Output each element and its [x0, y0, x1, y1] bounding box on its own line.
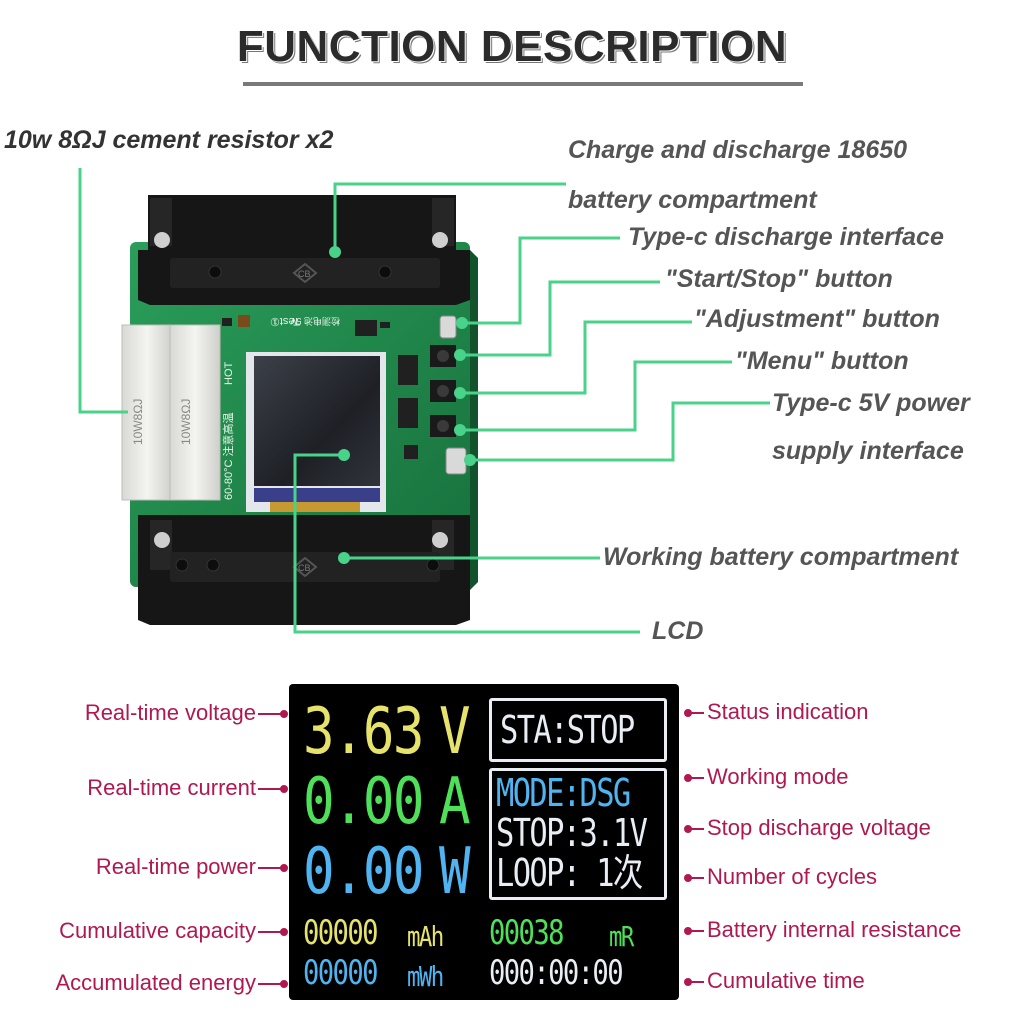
lcd-power-unit: W	[439, 835, 471, 909]
board-lcd	[246, 352, 386, 512]
callout-dots	[329, 246, 476, 564]
lcd-current-unit: A	[439, 765, 471, 839]
adjustment-button-label: "Adjustment" button	[694, 305, 940, 333]
lcd-stop-text: STOP:3.1V	[496, 811, 648, 855]
typec-power-label-line1: Type-c 5V power	[772, 389, 970, 417]
lcd-energy-value: 00000	[303, 953, 378, 993]
resistor-marking-a: 10W8ΩJ	[131, 399, 145, 445]
lcd-time-value: 000:00:00	[489, 953, 624, 993]
charge-battery-holder: CB	[138, 195, 470, 305]
lcd-status-box: STA:STOP	[489, 698, 667, 762]
lcd-loop-text: LOOP: 1次	[496, 851, 643, 895]
lcd-voltage-unit: V	[439, 695, 471, 769]
hot-marking: HOT	[223, 362, 235, 386]
lcd-resistance-unit: mR	[609, 920, 634, 953]
holder-marking-a: CB	[298, 269, 311, 279]
working-battery-holder: CB	[138, 515, 470, 625]
working-compartment-label: Working battery compartment	[603, 543, 959, 571]
lcd-label-cycles: Number of cycles	[707, 864, 877, 889]
resistor-label: 10w 8ΩJ cement resistor x2	[4, 126, 334, 154]
lcd-resistance-value: 00038	[489, 913, 564, 953]
chip-note-marking: 检测电池 5V	[290, 316, 340, 327]
lcd-label-current: Real-time current	[87, 775, 256, 800]
smd-components	[222, 315, 418, 459]
resistor-marking-b: 10W8ΩJ	[179, 399, 193, 445]
test-marking: Test①	[270, 315, 300, 327]
lcd-label-power: Real-time power	[95, 854, 256, 879]
holder-marking-b: CB	[298, 563, 311, 573]
typec-power-label-line2: supply interface	[772, 437, 964, 465]
lcd-label-stop-voltage: Stop discharge voltage	[707, 815, 931, 840]
typec-discharge-label: Type-c discharge interface	[628, 223, 944, 251]
lcd-energy-unit: mWh	[407, 960, 444, 993]
lcd-label-resistance: Battery internal resistance	[707, 917, 962, 942]
lcd-capacity-value: 00000	[303, 913, 378, 953]
charge-compartment-label-line1: Charge and discharge 18650	[568, 136, 908, 164]
temperature-marking: 60-80°C 注意高温	[221, 412, 235, 500]
lcd-label-mode: Working mode	[707, 764, 849, 789]
lcd-power-value: 0.00	[303, 835, 424, 909]
title-underline	[243, 82, 803, 86]
lcd-capacity-unit: mAh	[407, 920, 444, 953]
lcd-label-voltage: Real-time voltage	[84, 700, 256, 725]
lcd-settings-box: MODE:DSG STOP:3.1V LOOP: 1次	[489, 768, 667, 900]
charge-compartment-label-line2: battery compartment	[568, 186, 817, 214]
lcd-label-time: Cumulative time	[707, 968, 865, 993]
lcd-label: LCD	[652, 617, 704, 645]
lcd-screen: 3.63 V 0.00 A 0.00 W STA:STOP MODE:DSG S…	[289, 684, 679, 1000]
lcd-current-value: 0.00	[303, 765, 424, 839]
cement-resistors: 10W8ΩJ 10W8ΩJ	[121, 324, 221, 501]
lcd-label-energy: Accumulated energy	[55, 970, 256, 995]
board-buttons	[430, 315, 467, 475]
page-title: FUNCTION DESCRIPTION	[236, 22, 788, 71]
lcd-label-status: Status indication	[707, 699, 869, 724]
board-illustration: CB CB 10W8ΩJ 10W8ΩJ HOT	[78, 168, 770, 634]
lcd-label-capacity: Cumulative capacity	[59, 918, 256, 943]
callout-lines	[78, 168, 770, 634]
lcd-mode-text: MODE:DSG	[496, 771, 631, 815]
start-stop-button-label: "Start/Stop" button	[665, 265, 893, 293]
lcd-voltage-value: 3.63	[303, 695, 424, 769]
lcd-status-text: STA:STOP	[500, 708, 635, 752]
menu-button-label: "Menu" button	[735, 347, 909, 375]
